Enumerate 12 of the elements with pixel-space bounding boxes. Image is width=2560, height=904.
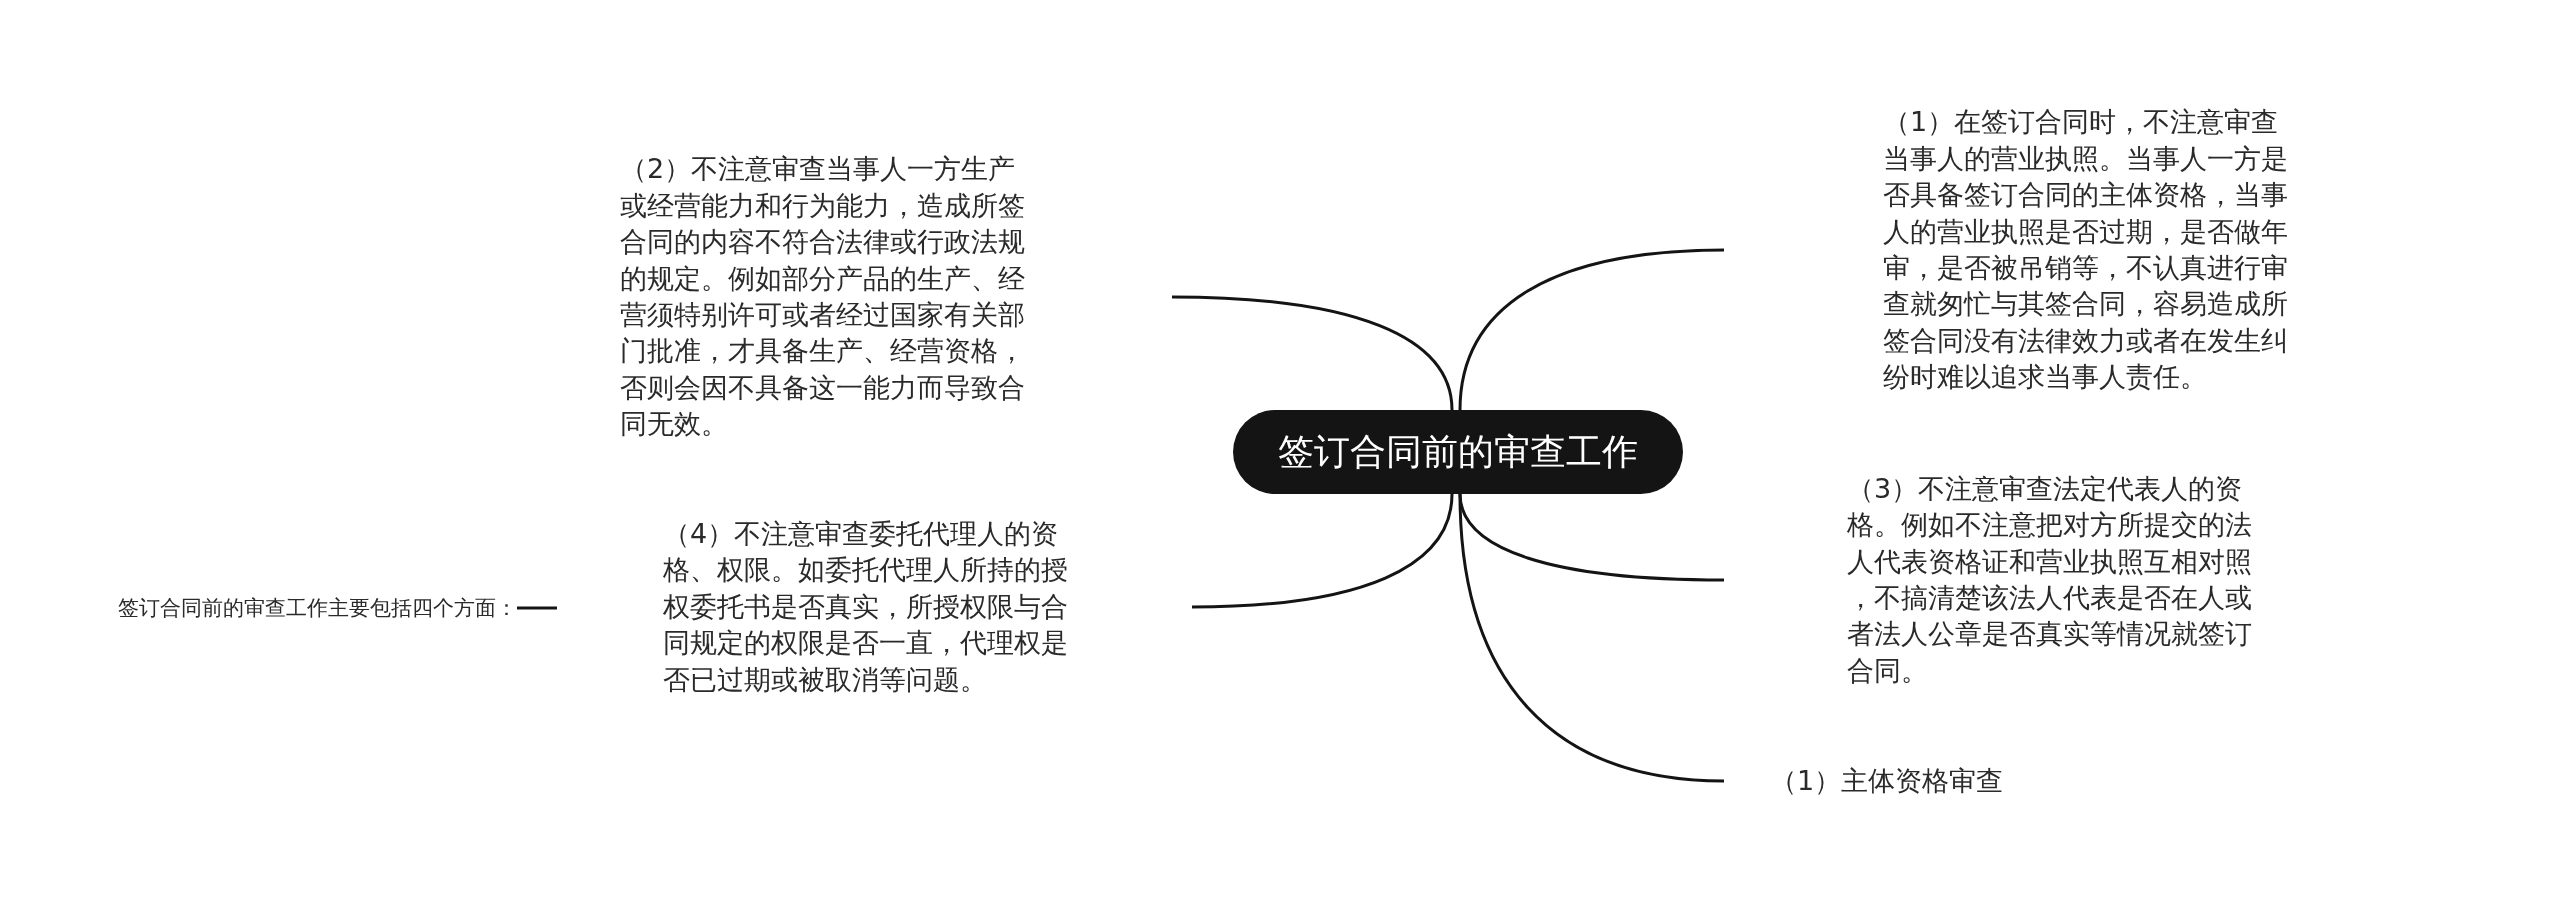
branch-line xyxy=(1171,295,1454,411)
central-topic: 签订合同前的审查工作 xyxy=(1233,410,1683,494)
topic-text: （4）不注意审查委托代理人的资格、权限。如委托代理人所持的授权委托书是否真实，所授权限与合同规定的权限是否一直，代理权是否已过期或被取消等问题。 xyxy=(663,517,1069,697)
topic-text: （1）在签订合同时，不注意审查当事人的营业执照。当事人一方是否具备签订合同的主体资格，当事人的营业执照是否过期，是否做年审，是否被吊销等，不认真进行审查就匆忙与其签合同，容易造成所签合同没有法律效力或者在发生纠纷时难以追求当事人责任。 xyxy=(1883,105,2289,395)
topic-text: （3）不注意审查法定代表人的资格。例如不注意把对方所提交的法人代表资格证和营业执照互相对照，不搞清楚该法人代表是否在人或者法人公章是否真实等情况就签订合同。 xyxy=(1847,471,2253,688)
branch-line xyxy=(1191,493,1454,609)
branch-line xyxy=(517,606,557,610)
topic-text: （2）不注意审查当事人一方生产或经营能力和行为能力，造成所签合同的内容不符合法律或行政法规的规定。例如部分产品的生产、经营须特别许可或者经过国家有关部门批准，才具备生产、经营资格，否则会因不具备这一能力而导致合同无效。 xyxy=(620,152,1026,442)
topic-text: 签订合同前的审查工作主要包括四个方面： xyxy=(118,595,517,622)
branch-line xyxy=(1458,248,1725,411)
branch-line xyxy=(1458,493,1725,783)
topic-text: （1）主体资格审查 xyxy=(1770,763,2004,798)
